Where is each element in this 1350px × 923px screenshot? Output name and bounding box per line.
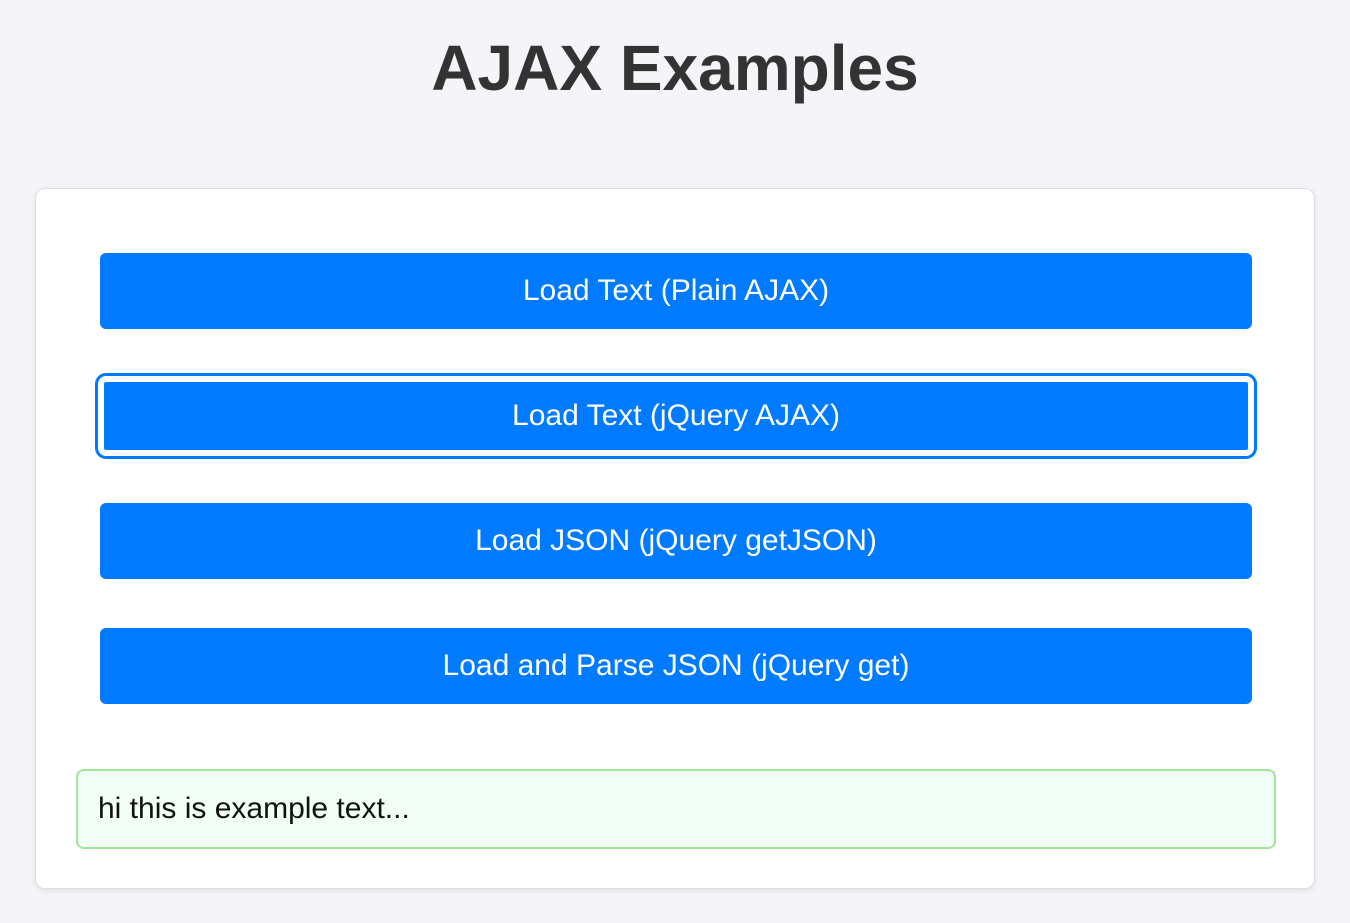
output-box: hi this is example text... [76, 769, 1276, 849]
load-text-plain-ajax-button[interactable]: Load Text (Plain AJAX) [100, 253, 1252, 329]
examples-card: Load Text (Plain AJAX) Load Text (jQuery… [35, 188, 1315, 889]
load-text-jquery-ajax-button[interactable]: Load Text (jQuery AJAX) [95, 373, 1257, 459]
page-title: AJAX Examples [431, 32, 919, 104]
load-json-getjson-button[interactable]: Load JSON (jQuery getJSON) [100, 503, 1252, 579]
load-parse-json-get-button[interactable]: Load and Parse JSON (jQuery get) [100, 628, 1252, 704]
